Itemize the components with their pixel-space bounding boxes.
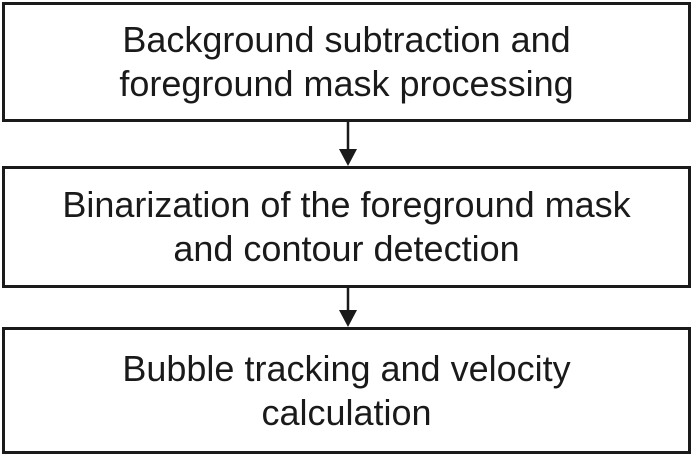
step-2-line-1: Binarization of the foreground mask xyxy=(62,184,631,225)
arrow-step-1-to-2 xyxy=(333,122,363,166)
step-1-line-2: foreground mask processing xyxy=(119,63,574,104)
arrow-step-2-to-3 xyxy=(333,288,363,327)
step-box-binarization: Binarization of the foreground mask and … xyxy=(2,166,691,288)
step-box-background-subtraction: Background subtraction and foreground ma… xyxy=(2,2,691,122)
step-box-bubble-tracking: Bubble tracking and velocity calculation xyxy=(2,327,691,454)
step-1-line-1: Background subtraction and xyxy=(122,19,571,60)
step-3-line-1: Bubble tracking and velocity xyxy=(122,347,571,389)
step-2-line-2: and contour detection xyxy=(173,228,520,269)
step-3-line-2: calculation xyxy=(261,391,432,433)
